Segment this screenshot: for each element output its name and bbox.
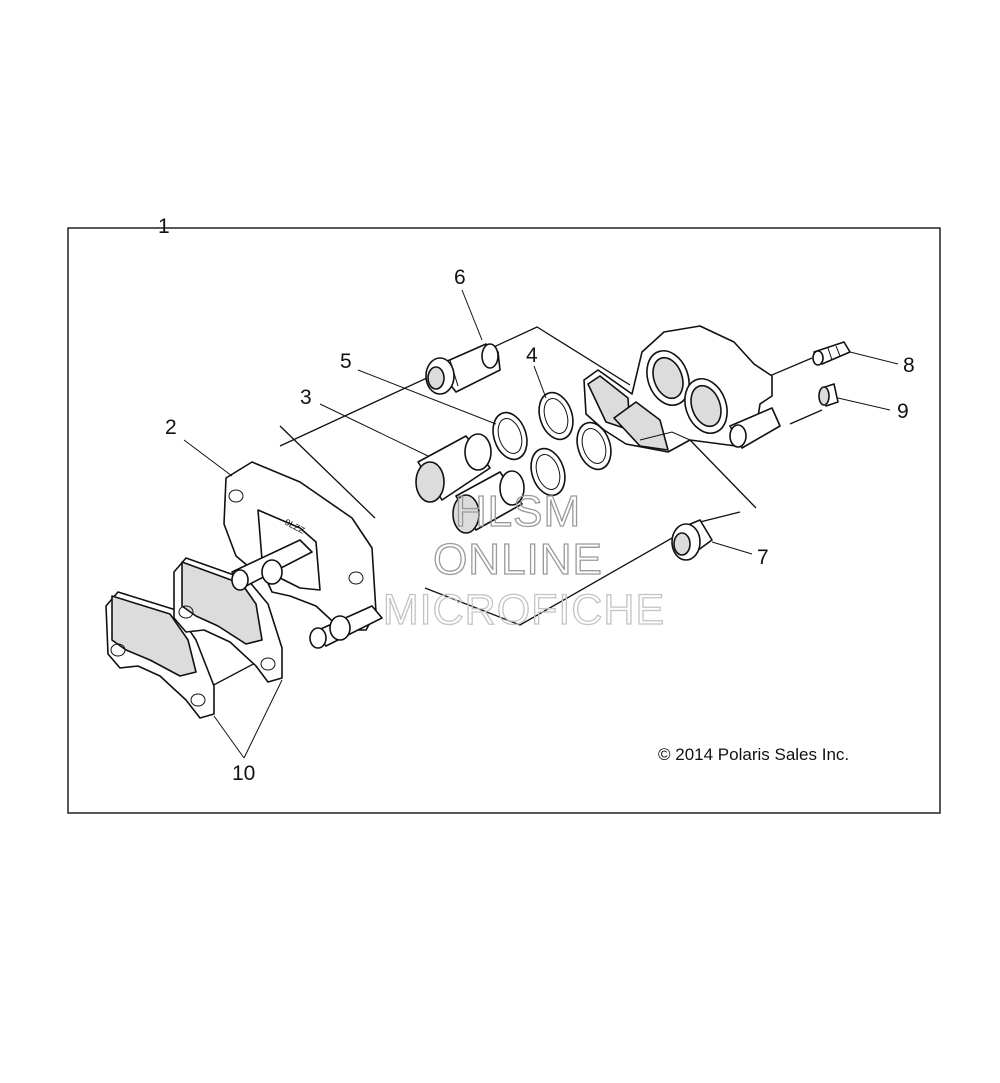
callout-7: 7 [757,546,769,569]
brake-pad-outer [105,591,215,719]
piston-upper [415,433,492,503]
watermark-line-2: ONLINE [433,535,603,584]
brake-pad-inner [173,557,283,683]
watermark-line-3: MICROFICHE [383,586,665,634]
assembly-label: 1 [158,215,170,238]
caliper-body [583,325,781,453]
watermark: HLSM ONLINE MICROFICHE [382,486,665,634]
assembly-guide-lines [207,326,823,689]
piston-seal-outer-lower [530,447,566,497]
piston-lower [452,470,525,534]
copyright-notice: © 2014 Polaris Sales Inc. [658,745,849,764]
piston-seal-inner-lower [576,421,612,471]
callout-3: 3 [300,386,312,409]
callout-8: 8 [903,354,915,377]
bleeder-cap [818,383,839,407]
callout-6: 6 [454,266,466,289]
bleeder-screw [812,341,851,366]
piston-seal-outer-upper [492,411,528,461]
slide-pin-boot-upper [425,343,501,395]
piston-seal-inner-upper [538,391,574,441]
slide-pin-boot-lower [671,519,713,561]
watermark-line-1: HLSM [455,487,581,536]
callout-4: 4 [526,344,538,367]
callout-10: 10 [232,762,255,785]
assembly-frame [67,227,941,814]
callout-2: 2 [165,416,177,439]
callout-numbers: 2 3 4 5 6 7 8 9 10 [165,266,915,785]
callout-leaders [183,289,899,759]
callout-5: 5 [340,350,352,373]
guide-pin-lower [309,605,383,649]
callout-9: 9 [897,400,909,423]
guide-pin-upper [231,539,313,591]
